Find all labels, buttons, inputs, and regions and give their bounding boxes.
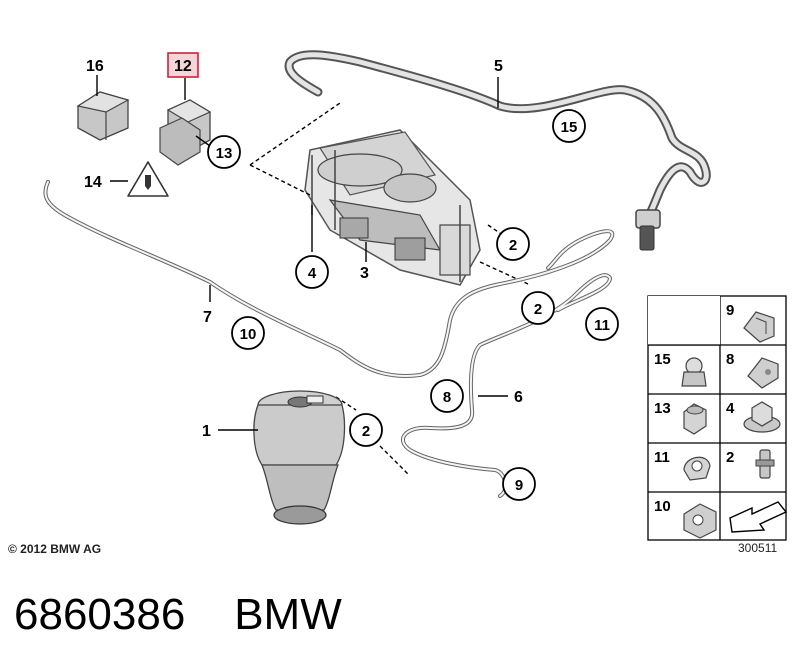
part-number: 6860386 [14,590,186,639]
svg-text:8: 8 [443,389,451,406]
svg-text:9: 9 [515,477,523,494]
legend-num-2: 2 [726,449,734,466]
label-3: 3 [360,265,369,282]
leader-lines [96,75,508,431]
callout-13: 13 [207,135,241,169]
svg-text:15: 15 [561,119,578,136]
callout-11: 11 [585,307,619,341]
svg-text:11: 11 [594,317,610,334]
callout-15: 15 [552,109,586,143]
copyright-text: © 2012 BMW AG [8,542,101,556]
callout-9: 9 [502,467,536,501]
legend-num-11: 11 [654,449,670,466]
callout-2c: 2 [349,413,383,447]
clamp-11-icon [683,456,711,481]
callout-4: 4 [295,255,329,289]
legend-num-10: 10 [654,498,671,515]
connector-2-icon [755,449,775,479]
label-7: 7 [203,309,212,326]
svg-text:2: 2 [509,237,517,254]
callout-8: 8 [430,379,464,413]
label-14: 14 [84,174,102,191]
label-5: 5 [494,58,503,75]
esd-warning-triangle [127,161,169,197]
svg-text:13: 13 [216,145,233,162]
legend-num-9: 9 [726,302,734,319]
pointer-arrow-icon [729,501,788,533]
callout-2b: 2 [521,291,555,325]
air-spring [253,390,346,525]
svg-text:10: 10 [240,326,257,343]
label-12-highlight [167,52,199,78]
footer-caption: 6860386 BMW [14,590,342,640]
callout-10: 10 [231,316,265,350]
svg-text:2: 2 [362,423,370,440]
holder-10-icon [683,503,717,539]
label-12: 12 [174,58,192,75]
label-1: 1 [202,423,211,440]
legend-num-13: 13 [654,400,671,417]
clip-8-icon [747,357,779,389]
fastener-legend: 9 15 8 13 4 11 2 10 [647,295,788,541]
legend-num-8: 8 [726,351,734,368]
legend-num-4: 4 [726,400,735,417]
clamp-15-icon [681,357,707,387]
relay-12 [159,99,212,166]
nut-4-icon [743,401,781,433]
svg-text:2: 2 [534,301,542,318]
label-16: 16 [86,58,104,75]
line-5-connector [635,209,661,229]
brand-name: BMW [234,590,342,639]
relay-16 [76,91,130,141]
clip-9-icon [743,311,775,343]
svg-text:4: 4 [308,265,317,282]
nut-13-icon [683,403,707,435]
legend-num-15: 15 [654,351,671,368]
callout-2a: 2 [496,227,530,261]
compressor-unit [304,129,481,286]
label-6: 6 [514,389,523,406]
diagram-id: 300511 [738,541,777,555]
